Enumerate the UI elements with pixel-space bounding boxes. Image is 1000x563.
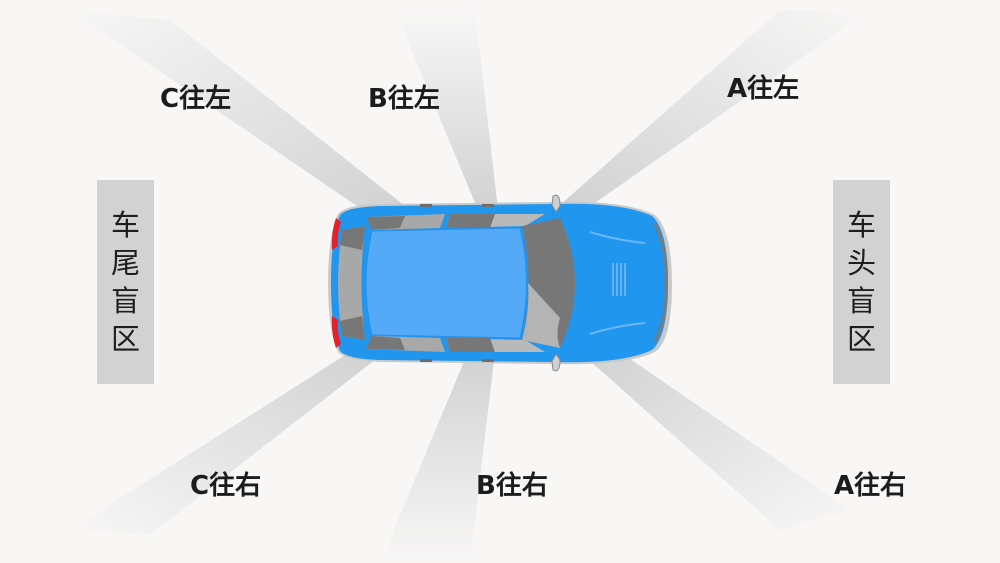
rear-zone-char: 盲	[110, 284, 140, 318]
car	[328, 194, 672, 372]
beam-c-right	[70, 352, 385, 535]
mirror-top	[551, 194, 561, 213]
front-zone-char: 头	[846, 246, 876, 280]
beam-a-right	[580, 352, 850, 530]
front-blind-zone: 车 头 盲 区	[833, 180, 890, 384]
label-c-left: C往左	[160, 84, 232, 114]
beam-b-left	[395, 10, 498, 210]
rear-zone-char: 区	[110, 322, 140, 356]
front-zone-char: 区	[846, 322, 876, 356]
rear-zone-char: 车	[110, 208, 140, 242]
rear-blind-zone: 车 尾 盲 区	[97, 180, 154, 384]
taillight-right	[331, 316, 341, 348]
label-a-right: A往右	[834, 471, 907, 501]
label-a-left: A往左	[727, 74, 800, 104]
front-zone-char: 车	[846, 208, 876, 242]
label-b-left: B往左	[368, 84, 440, 114]
front-zone-char: 盲	[846, 284, 876, 318]
car-roof	[365, 227, 527, 339]
beam-c-left	[70, 10, 410, 215]
beam-b-right	[380, 352, 495, 563]
taillight-left	[331, 218, 341, 250]
label-b-right: B往右	[476, 471, 548, 501]
mirror-bottom	[551, 353, 561, 372]
label-c-right: C往右	[190, 471, 262, 501]
beam-a-left	[560, 10, 870, 210]
rear-zone-char: 尾	[110, 246, 140, 280]
hood-vent	[612, 263, 626, 296]
